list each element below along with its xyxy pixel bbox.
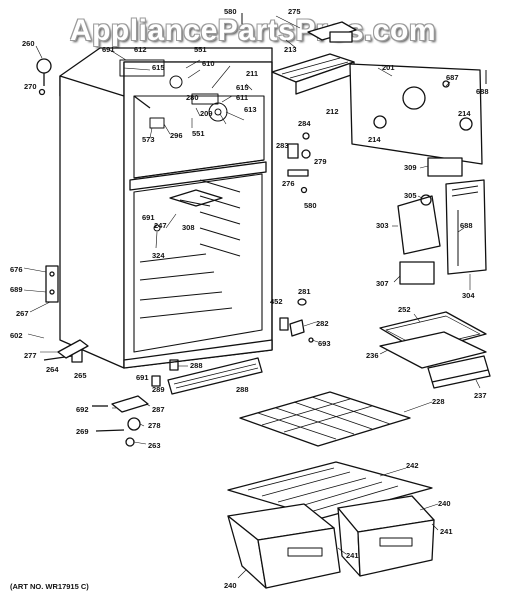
callout-labels: 260 270 691 612 551 615 610 580 275 213 … xyxy=(10,7,489,590)
callout-288: 288 xyxy=(190,361,203,370)
cabinet xyxy=(59,47,273,369)
callout-551-b: 551 xyxy=(192,129,205,138)
callout-305: 305 xyxy=(404,191,417,200)
callout-267: 267 xyxy=(16,309,29,318)
callout-611: 611 xyxy=(236,93,248,102)
callout-602: 602 xyxy=(10,331,23,340)
thermostat-parts xyxy=(287,132,311,194)
callout-265: 265 xyxy=(74,371,87,380)
callout-613: 613 xyxy=(244,105,257,114)
callout-309: 309 xyxy=(404,163,417,172)
callout-252: 252 xyxy=(398,305,411,314)
callout-211: 211 xyxy=(246,69,258,78)
art-number: (ART NO. WR17915 C) xyxy=(10,582,89,591)
callout-287: 287 xyxy=(152,405,165,414)
callout-689: 689 xyxy=(10,285,23,294)
callout-691-b: 691 xyxy=(142,213,155,222)
crisper-frame xyxy=(427,355,491,389)
callout-615-b: 615 xyxy=(236,83,249,92)
callout-688-b: 688 xyxy=(460,221,473,230)
damper-assembly xyxy=(397,194,441,285)
callout-610: 610 xyxy=(202,59,215,68)
callout-324: 324 xyxy=(152,251,165,260)
callout-615: 615 xyxy=(152,63,165,72)
callout-691: 691 xyxy=(102,45,115,54)
callout-308: 308 xyxy=(182,223,195,232)
callout-551: 551 xyxy=(194,45,207,54)
callout-289: 289 xyxy=(152,385,165,394)
glass-shelf-insert xyxy=(379,331,487,369)
callout-270: 270 xyxy=(24,82,37,91)
callout-236: 236 xyxy=(366,351,379,360)
callout-260: 260 xyxy=(22,39,35,48)
callout-688: 688 xyxy=(476,87,489,96)
callout-241-b: 241 xyxy=(346,551,359,560)
callout-283: 283 xyxy=(276,141,289,150)
callout-264: 264 xyxy=(46,365,59,374)
callout-269: 269 xyxy=(76,427,89,436)
callout-214: 214 xyxy=(368,135,381,144)
callout-247: 247 xyxy=(154,221,167,230)
top-hinge-part xyxy=(36,58,52,96)
air-duct xyxy=(445,179,487,275)
callout-580-b: 580 xyxy=(304,201,317,210)
callout-280: 280 xyxy=(186,93,199,102)
callout-240-b: 240 xyxy=(224,581,237,590)
wire-shelf xyxy=(239,391,411,447)
callout-279: 279 xyxy=(314,157,327,166)
callout-263: 263 xyxy=(148,441,161,450)
callout-275: 275 xyxy=(288,7,301,16)
callout-282: 282 xyxy=(316,319,329,328)
callout-687: 687 xyxy=(446,73,459,82)
callout-213: 213 xyxy=(284,45,297,54)
callout-580: 580 xyxy=(224,7,237,16)
callout-691-c: 691 xyxy=(136,373,149,382)
callout-242: 242 xyxy=(406,461,419,470)
callout-304: 304 xyxy=(462,291,475,300)
callout-303: 303 xyxy=(376,221,389,230)
callout-692: 692 xyxy=(76,405,89,414)
callout-214-b: 214 xyxy=(458,109,471,118)
callout-452: 452 xyxy=(270,297,283,306)
callout-676: 676 xyxy=(10,265,23,274)
crisper-drawer-right xyxy=(337,495,435,577)
crisper-drawer-left xyxy=(227,503,341,589)
callout-284: 284 xyxy=(298,119,311,128)
callout-228: 228 xyxy=(432,397,445,406)
callout-276: 276 xyxy=(282,179,295,188)
callout-201: 201 xyxy=(382,63,395,72)
callout-573: 573 xyxy=(142,135,155,144)
watermark: AppliancePartsPros.com xyxy=(69,14,437,47)
label-plate xyxy=(427,157,463,177)
callout-237: 237 xyxy=(474,391,487,400)
control-panel xyxy=(349,63,487,165)
callout-288-b: 288 xyxy=(236,385,249,394)
callout-612: 612 xyxy=(134,45,147,54)
callout-241: 241 xyxy=(440,527,453,536)
callout-307: 307 xyxy=(376,279,389,288)
callout-209: 209 xyxy=(200,109,213,118)
callout-240: 240 xyxy=(438,499,451,508)
callout-278: 278 xyxy=(148,421,161,430)
callout-281: 281 xyxy=(298,287,311,296)
callout-277: 277 xyxy=(24,351,37,360)
callout-693: 693 xyxy=(318,339,331,348)
evaporator-fan-cover xyxy=(241,13,357,95)
callout-212: 212 xyxy=(326,107,339,116)
toe-grille xyxy=(167,357,263,395)
callout-296: 296 xyxy=(170,131,183,140)
